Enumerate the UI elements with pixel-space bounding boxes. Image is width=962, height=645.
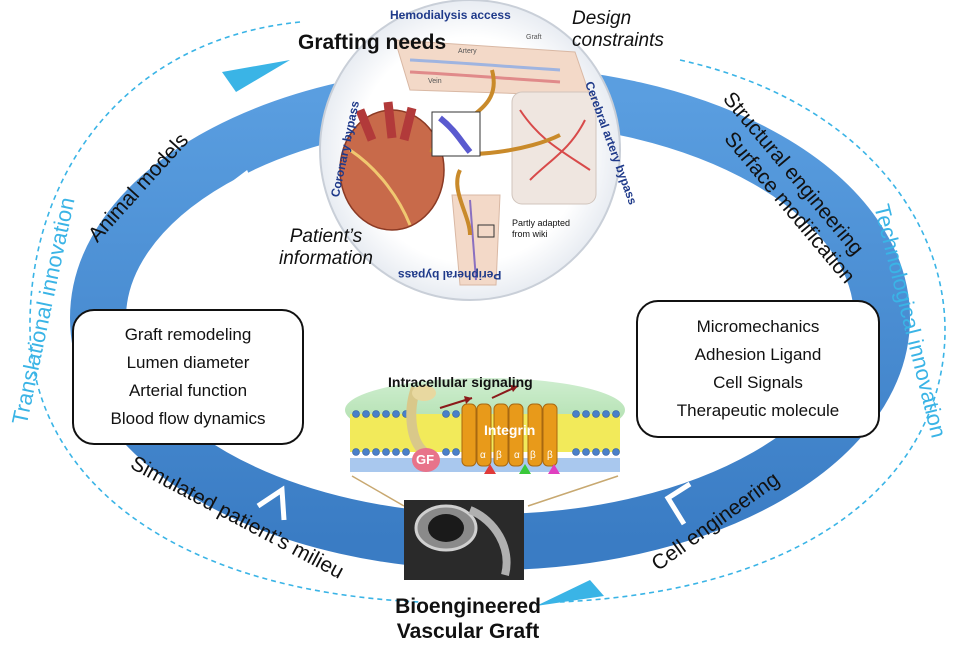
box-item: Arterial function <box>128 381 248 400</box>
cyan-arrow-bottom <box>536 580 604 606</box>
clinical-outcomes-box: Graft remodeling Lumen diameter Arterial… <box>72 309 304 445</box>
box-item: Blood flow dynamics <box>110 409 266 428</box>
funnel-right <box>527 475 619 507</box>
design-constraints-label: Design constraints <box>572 8 664 51</box>
ligand-red <box>484 464 496 474</box>
graft-tube-3 <box>455 169 472 236</box>
box-item: Adhesion Ligand <box>694 345 822 364</box>
bottom-title-line1: Bioengineered <box>395 595 541 618</box>
beta-label: β <box>530 450 536 461</box>
grafting-needs-label: Grafting needs <box>298 31 447 54</box>
ligand-magenta <box>548 464 560 474</box>
alpha-label: α <box>480 450 486 461</box>
box-item: Therapeutic molecule <box>676 401 840 420</box>
outer-dashed-right <box>559 59 946 603</box>
patients-information-label: Patient’s information <box>279 226 373 269</box>
artery-label: Artery <box>458 48 477 55</box>
bioengineered-graft-title: Bioengineered Vascular Graft <box>372 594 564 644</box>
ring-chevron-bottom-right <box>664 481 692 526</box>
design-parameters-box: Micromechanics Adhesion Ligand Cell Sign… <box>636 300 880 438</box>
partly-adapted-note: Partly adapted from wiki <box>512 218 571 239</box>
gf-label: GF <box>416 452 435 467</box>
beta-label: β <box>496 450 502 461</box>
beta-label: β <box>547 450 553 461</box>
ring-chevron-right <box>730 189 758 234</box>
cyan-arrow-top <box>222 60 290 92</box>
gf-molecule <box>412 448 440 472</box>
box-item: Cell Signals <box>713 373 803 392</box>
ring-chevron-top-left <box>220 170 261 205</box>
lipid-heads <box>352 410 620 456</box>
hemodialysis-label: Hemodialysis access <box>390 8 511 22</box>
leg-illustration <box>451 194 501 286</box>
integrin-group <box>461 403 558 467</box>
integrin-label: Integrin <box>484 422 536 438</box>
vein-label: Vein <box>428 78 442 85</box>
bottom-title-line2: Vascular Graft <box>396 620 540 643</box>
alpha-label: α <box>514 450 520 461</box>
intracellular-signaling-label: Intracellular signaling <box>388 374 533 390</box>
ring-chevron-left <box>256 485 287 521</box>
funnel-left <box>351 475 405 507</box>
box-item: Lumen diameter <box>126 353 250 372</box>
box-item: Graft remodeling <box>124 325 252 344</box>
outer-dashed-left <box>29 21 421 603</box>
box-item: Micromechanics <box>696 317 820 336</box>
ligand-green <box>519 464 531 474</box>
peripheral-label: Peripheral bypass <box>398 268 502 282</box>
graft-label: Graft <box>526 34 542 41</box>
